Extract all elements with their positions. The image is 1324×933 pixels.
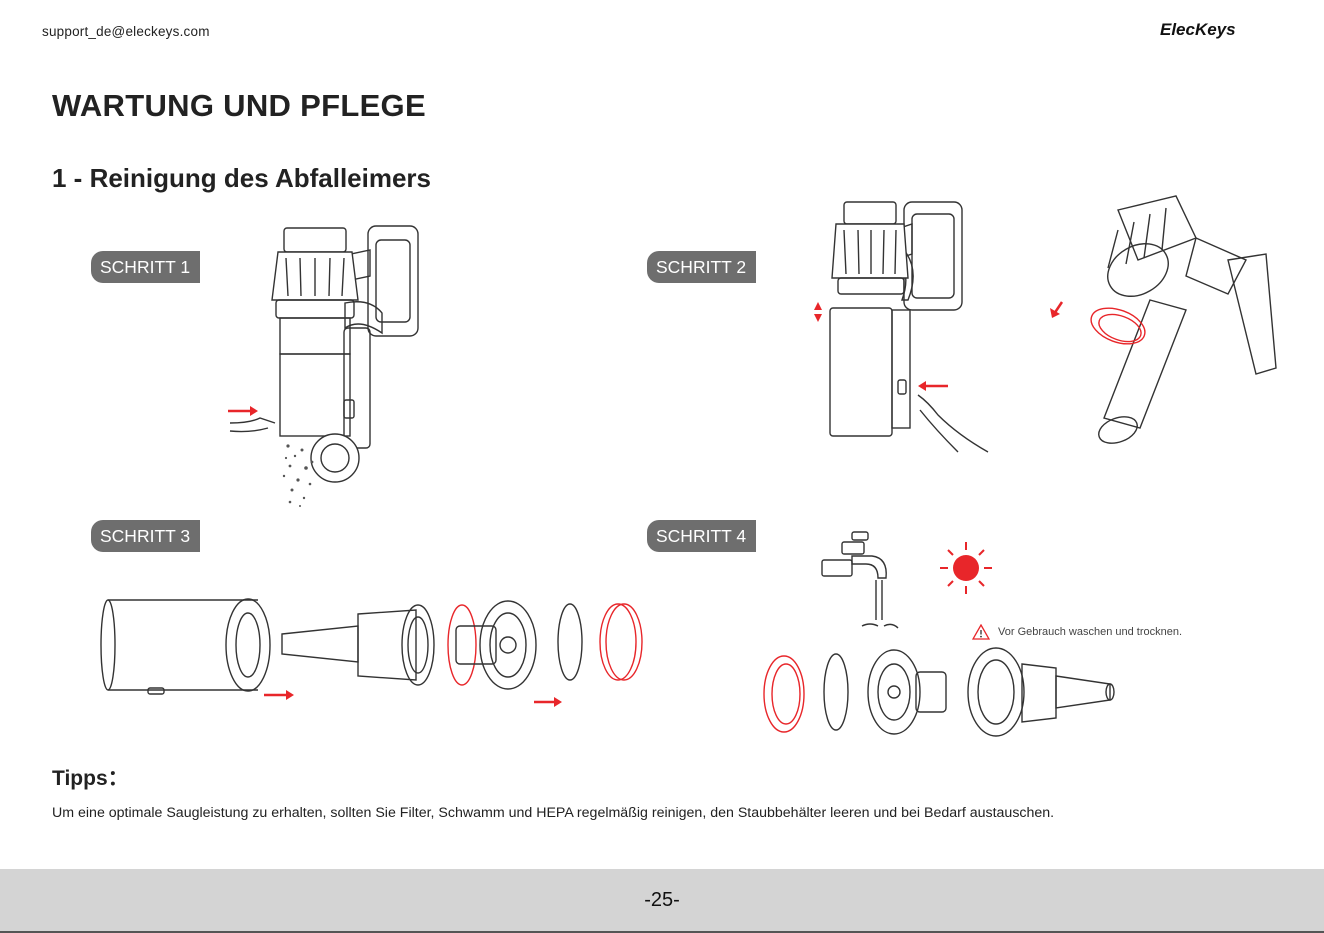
step-4-label: SCHRITT 4 (647, 520, 757, 552)
page-number: -25- (644, 889, 680, 911)
warning-triangle-icon (972, 624, 990, 640)
section-title: 1 - Reinigung des Abfalleimers (52, 163, 432, 193)
tips-text: Um eine optimale Saugleistung zu erhalte… (52, 805, 1055, 821)
sun-icon (940, 542, 992, 594)
step-2-illustration (814, 195, 1277, 453)
brand-logo: ElecKeys (1160, 20, 1236, 39)
warning-text: Vor Gebrauch waschen und trocknen. (998, 626, 1183, 638)
step-2-label: SCHRITT 2 (647, 251, 757, 283)
page-title: WARTUNG UND PFLEGE (52, 88, 426, 123)
warning-note: Vor Gebrauch waschen und trocknen. (972, 624, 1182, 640)
step-3-illustration (100, 598, 643, 707)
tips-heading: Tipps： (52, 767, 129, 790)
step-4-illustration (763, 531, 1115, 737)
step-3-label: SCHRITT 3 (91, 520, 201, 552)
faucet-icon (821, 531, 899, 629)
step-1-illustration (228, 225, 419, 507)
page-footer: -25- (0, 869, 1324, 933)
support-email: support_de@eleckeys.com (42, 24, 210, 39)
step-1-label: SCHRITT 1 (91, 251, 201, 283)
